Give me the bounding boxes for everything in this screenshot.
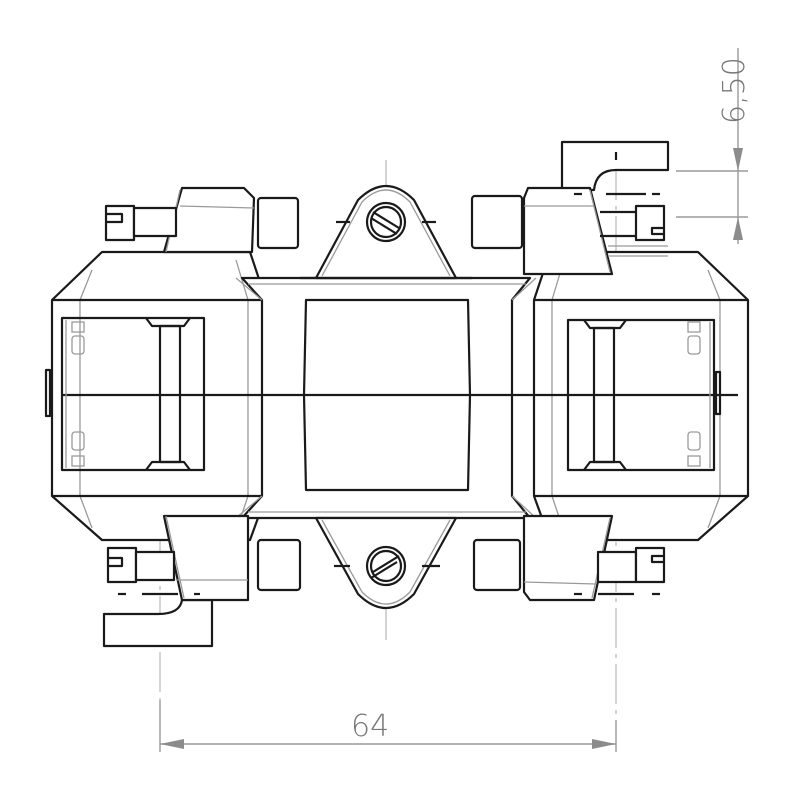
- bottom-left-terminal: [102, 514, 302, 648]
- central-window: [62, 298, 738, 492]
- left-terminal-window: [44, 316, 206, 472]
- bottom-right-terminal: [472, 514, 666, 602]
- bottom-screw-icon: [365, 545, 407, 587]
- dimension-width: 64: [159, 700, 617, 752]
- top-left-terminal: [104, 186, 300, 254]
- right-clip-icons: [687, 321, 701, 467]
- width-dimension-label: 64: [351, 709, 389, 744]
- bottom-mounting-lug: [314, 516, 458, 609]
- offset-dimension-label: 6,50: [717, 57, 752, 124]
- dimension-offset: 6,50: [676, 48, 752, 244]
- top-right-terminal: [470, 140, 670, 276]
- top-screw-icon: [365, 201, 407, 243]
- right-terminal-window: [566, 318, 722, 472]
- top-mounting-lug: [300, 185, 472, 280]
- left-clip-icons: [71, 321, 85, 467]
